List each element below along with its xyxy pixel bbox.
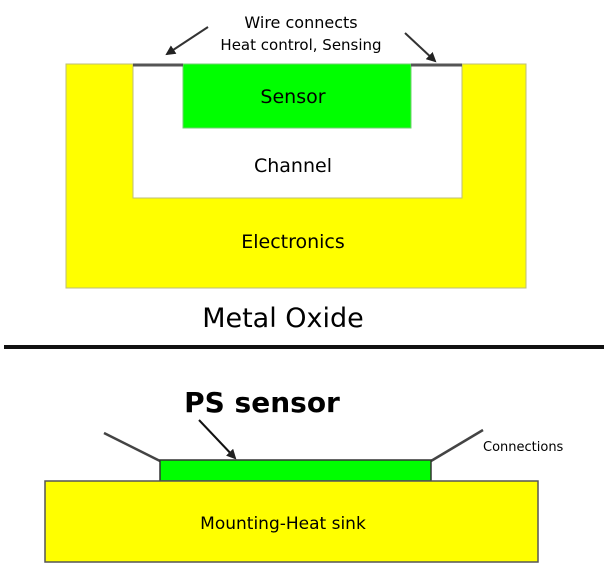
ps-sensor-film: [159, 459, 432, 482]
connection-wire-right: [430, 428, 484, 463]
sensor-block: [182, 63, 412, 129]
connections-label: Connections: [483, 440, 564, 455]
ps-sensor-diagram: PS sensor Connections Mounting-Heat sink: [44, 386, 564, 563]
connection-wire-left: [103, 431, 161, 463]
arrow-left: [165, 26, 209, 56]
metal-oxide-caption: Metal Oxide: [202, 303, 364, 334]
metal-oxide-diagram: Wire connects Heat control, Sensing Sens…: [65, 13, 527, 334]
wire-label-line1: Wire connects: [244, 13, 357, 32]
channel-label: Channel: [254, 155, 332, 177]
arrow-right: [404, 32, 437, 63]
ps-sensor-title: PS sensor: [184, 386, 340, 419]
sensor-label: Sensor: [260, 86, 325, 108]
ps-sensor-arrow: [198, 419, 237, 460]
electronics-label: Electronics: [241, 231, 345, 253]
heat-sink-label: Mounting-Heat sink: [200, 514, 366, 534]
heat-sink-block: [44, 480, 539, 563]
wire-label-line2: Heat control, Sensing: [220, 36, 381, 54]
